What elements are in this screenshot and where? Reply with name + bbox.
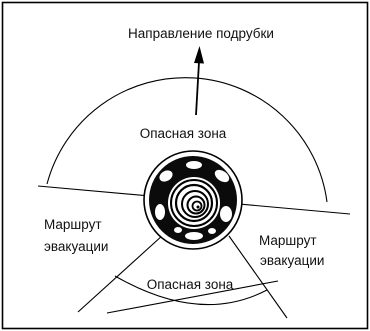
- felling-direction-label: Направление подрубки: [128, 26, 274, 41]
- escape-route-right-label-line1: Маршрут: [259, 233, 317, 248]
- escape-route-right-line: [229, 236, 287, 318]
- escape-route-left-label-line1: Маршрут: [44, 217, 102, 232]
- escape-route-right-label-line2: эвакуации: [260, 253, 324, 268]
- felling-direction-arrow-shaft: [196, 62, 199, 115]
- danger-zone-top-label: Опасная зона: [140, 126, 227, 141]
- escape-route-left-label-line2: эвакуации: [44, 239, 108, 254]
- tree-stump: [144, 151, 242, 249]
- danger-zone-bottom-label: Опасная зона: [147, 277, 234, 292]
- felling-direction-arrowhead: [194, 46, 204, 64]
